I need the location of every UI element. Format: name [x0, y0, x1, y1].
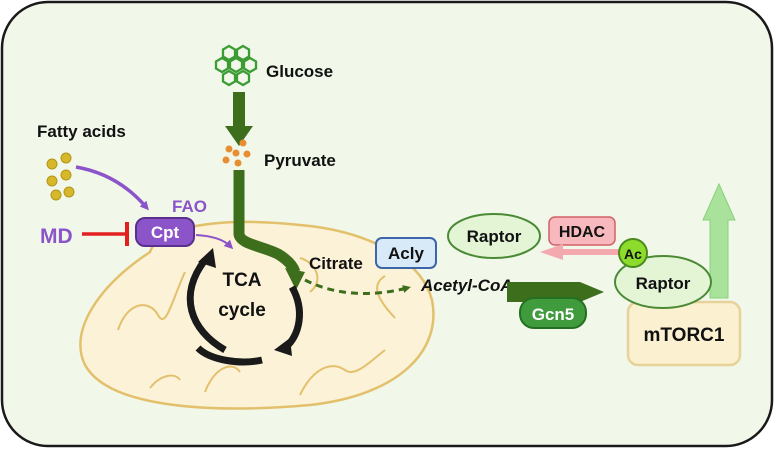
glucose-arrow-head: [225, 126, 253, 146]
acetyl-group-node: [618, 238, 648, 268]
tca-label: TCA: [222, 270, 261, 291]
fatty-acids-label: Fatty acids: [37, 122, 126, 141]
citrate-to-acetyl-dashed-arrow: [304, 278, 411, 295]
raptor-bound-node: [614, 255, 712, 309]
fao-arrow: [195, 234, 234, 250]
citrate-label: Citrate: [309, 254, 363, 273]
raptor-free-node: [447, 213, 541, 259]
acetylation-arrow: [507, 282, 604, 302]
ac-label: Ac: [624, 246, 642, 262]
citrate-arrow-head: [285, 268, 305, 290]
fatty-acid-icon: [46, 152, 75, 201]
tca-arrow-head-2: [274, 338, 292, 356]
acly-box: [375, 237, 437, 269]
raptor-free-label: Raptor: [467, 227, 522, 246]
mitochondrion: [79, 220, 435, 410]
mtorc1-activation-arrow: [702, 182, 736, 299]
fatty-acid-arrow: [75, 165, 149, 211]
cycle-label: cycle: [218, 300, 266, 321]
glucose-label: Glucose: [266, 62, 333, 81]
pyruvate-to-citrate-arrow: [233, 170, 301, 275]
acetyl-coa-label: Acetyl-CoA: [420, 276, 513, 295]
mtorc1-label: mTORC1: [644, 325, 725, 346]
gcn5-box: [519, 297, 587, 329]
cpt-box: [135, 217, 195, 247]
hdac-box: [548, 216, 616, 246]
pyruvate-label: Pyruvate: [264, 151, 336, 170]
gcn5-label: Gcn5: [532, 305, 575, 324]
deacetylation-arrow: [540, 244, 620, 260]
glucose-icon: [214, 44, 258, 87]
cpt-label: Cpt: [151, 223, 180, 242]
tca-arrow-head-1: [198, 248, 216, 268]
fao-label: FAO: [172, 197, 207, 216]
hdac-label: HDAC: [559, 224, 606, 241]
glucose-arrow-shaft: [233, 92, 245, 132]
raptor-bound-label: Raptor: [636, 274, 691, 293]
md-label: MD: [40, 225, 73, 248]
acly-label: Acly: [388, 244, 424, 263]
pyruvate-icon: [222, 139, 251, 167]
